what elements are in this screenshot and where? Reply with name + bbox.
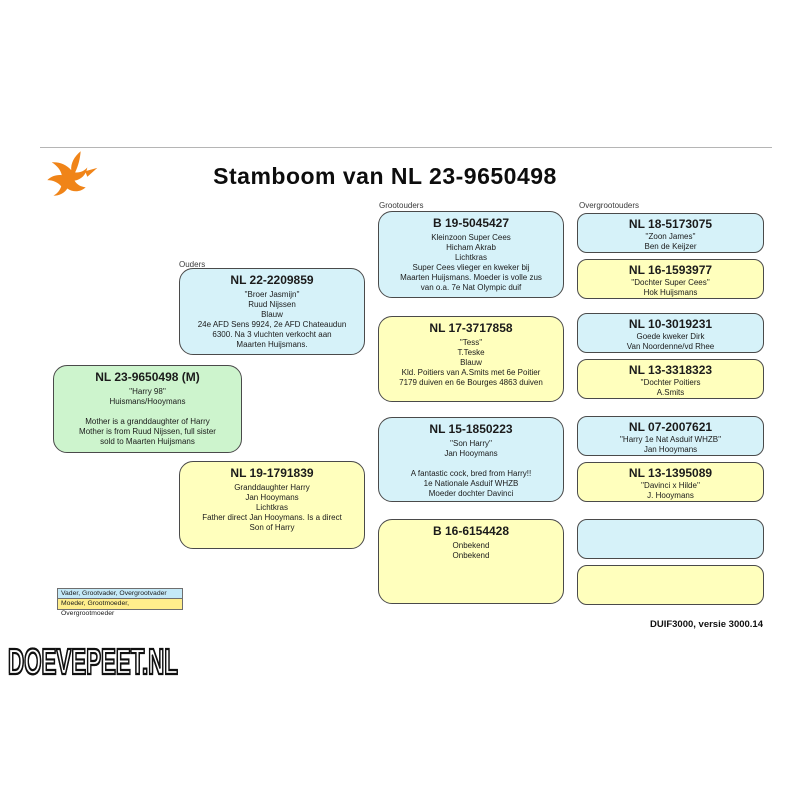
- box-details: ''Zoon James'' Ben de Keijzer: [644, 232, 697, 251]
- box-details: Granddaughter Harry Jan Hooymans Lichtkr…: [202, 483, 342, 532]
- pigeon-logo-icon: [47, 151, 98, 196]
- ring-number: NL 19-1791839: [230, 466, 314, 480]
- pedigree-box-father: NL 22-2209859 ''Broer Jasmijn'' Ruud Nij…: [179, 268, 365, 355]
- ring-number: B 16-6154428: [432, 524, 510, 538]
- watermark-text: DOEVEPEET.NL: [7, 640, 178, 683]
- app-version-text: DUIF3000, versie 3000.14: [649, 619, 763, 630]
- pedigree-box-ggp2: NL 16-1593977 ''Dochter Super Cees'' Hok…: [577, 259, 764, 299]
- box-details: ''Harry 1e Nat Asduif WHZB'' Jan Hooyman…: [619, 435, 722, 454]
- page-title: Stamboom van NL 23-9650498: [213, 163, 557, 189]
- box-details: ''Tess'' T.Teske Blauw Kld. Poitiers van…: [399, 338, 543, 387]
- column-label-overgrootouders: Overgrootouders: [579, 201, 640, 210]
- column-label-grootouders: Grootouders: [379, 201, 424, 210]
- legend-female-row: Moeder, Grootmoeder, Overgrootmoeder: [57, 599, 183, 617]
- pedigree-box-grandfather-paternal: B 19-5045427 Kleinzoon Super Cees Hicham…: [378, 211, 564, 298]
- pedigree-box-mother: NL 19-1791839 Granddaughter Harry Jan Ho…: [179, 461, 365, 549]
- pedigree-box-grandmother-paternal: NL 17-3717858 ''Tess'' T.Teske Blauw Kld…: [378, 316, 564, 402]
- box-details: ''Dochter Poitiers A.Smits: [640, 378, 701, 397]
- pedigree-box-ggp1: NL 18-5173075 ''Zoon James'' Ben de Keij…: [577, 213, 764, 253]
- pedigree-box-ggp3: NL 10-3019231 Goede kweker Dirk Van Noor…: [577, 313, 764, 353]
- pedigree-box-ggp4: NL 13-3318323 ''Dochter Poitiers A.Smits: [577, 359, 764, 399]
- ring-number: NL 10-3019231: [628, 317, 713, 331]
- pedigree-box-subject: NL 23-9650498 (M) ''Harry 98'' Huismans/…: [53, 365, 242, 453]
- ring-number: NL 22-2209859: [230, 273, 314, 287]
- box-details: ''Davinci x Hilde'' J. Hooymans: [640, 481, 700, 500]
- pedigree-box-ggp5: NL 07-2007621 ''Harry 1e Nat Asduif WHZB…: [577, 416, 764, 456]
- pedigree-box-grandmother-maternal: B 16-6154428 Onbekend Onbekend: [378, 519, 564, 604]
- ring-number: B 19-5045427: [432, 216, 510, 230]
- legend: Vader, Grootvader, Overgrootvader Moeder…: [57, 588, 183, 617]
- pedigree-box-grandfather-maternal: NL 15-1850223 ''Son Harry'' Jan Hooymans…: [378, 417, 564, 502]
- ring-number: NL 07-2007621: [628, 420, 713, 434]
- box-details: Kleinzoon Super Cees Hicham Akrab Lichtk…: [400, 233, 542, 292]
- pedigree-box-empty-female: [577, 565, 764, 605]
- pedigree-box-ggp6: NL 13-1395089 ''Davinci x Hilde'' J. Hoo…: [577, 462, 764, 502]
- ring-number: NL 17-3717858: [429, 321, 513, 335]
- box-details: Goede kweker Dirk Van Noordenne/vd Rhee: [626, 332, 715, 351]
- box-details: ''Broer Jasmijn'' Ruud Nijssen Blauw 24e…: [197, 290, 347, 349]
- box-details: ''Harry 98'' Huismans/Hooymans Mother is…: [79, 387, 216, 446]
- box-details: Onbekend Onbekend: [452, 541, 490, 560]
- page-top-divider: [40, 147, 772, 148]
- box-details: ''Son Harry'' Jan Hooymans A fantastic c…: [410, 439, 532, 498]
- box-details: ''Dochter Super Cees'' Hok Huijsmans: [631, 278, 710, 297]
- ring-number: NL 15-1850223: [429, 422, 513, 436]
- ring-number: NL 13-1395089: [628, 466, 713, 480]
- ring-number: NL 16-1593977: [628, 263, 713, 277]
- ring-number: NL 23-9650498 (M): [95, 370, 200, 384]
- ring-number: NL 13-3318323: [628, 363, 713, 377]
- pedigree-box-empty-male: [577, 519, 764, 559]
- legend-male-row: Vader, Grootvader, Overgrootvader: [57, 588, 183, 599]
- column-label-ouders: Ouders: [179, 260, 206, 269]
- ring-number: NL 18-5173075: [628, 217, 713, 231]
